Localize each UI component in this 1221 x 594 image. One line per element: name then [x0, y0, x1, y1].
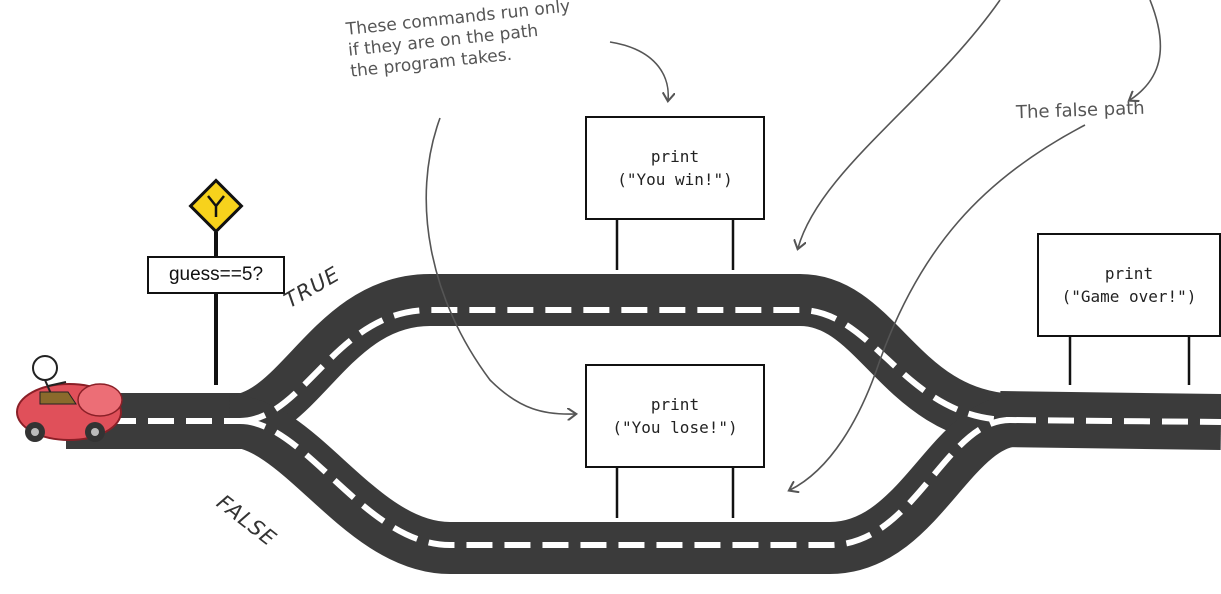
game-over-sign: print ("Game over!") [1037, 233, 1221, 337]
true-path-pointer-arrow [798, 0, 1001, 248]
commands-note-arrow-to-lose [425, 117, 575, 414]
game-over-sign-line-1: print [1104, 264, 1154, 283]
car-icon [16, 355, 123, 442]
lose-sign-line-1: print [650, 395, 700, 414]
false-path-pointer-arrow [790, 124, 1086, 490]
false-path-curl-arrow [1130, 0, 1162, 100]
game-over-sign-line-2: ("Game over!") [1061, 287, 1197, 306]
win-sign: print ("You win!") [585, 116, 765, 220]
lose-sign: print ("You lose!") [585, 364, 765, 468]
lose-sign-line-2: ("You lose!") [612, 418, 738, 437]
win-sign-line-1: print [650, 147, 700, 166]
false-path-note: The false path [1015, 97, 1145, 124]
condition-sign: guess==5? [147, 256, 285, 294]
commands-note-arrow-to-win [609, 41, 668, 100]
y-junction-icon [188, 178, 244, 234]
true-branch-road [227, 274, 1022, 447]
false-branch-markings [239, 417, 1011, 548]
win-sign-line-2: ("You win!") [617, 170, 733, 189]
exit-road-markings [1009, 417, 1221, 425]
